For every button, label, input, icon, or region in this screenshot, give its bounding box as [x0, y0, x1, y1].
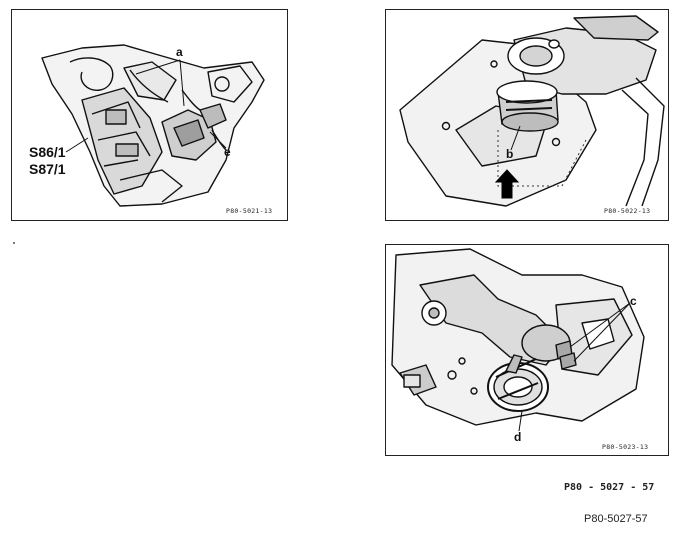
callout-b: b [506, 147, 514, 161]
scan-speck [13, 242, 15, 244]
figure-2-code: P80-5022-13 [604, 207, 651, 215]
bracket-bushing-illustration [399, 15, 665, 207]
switch-designation-labels: S86/1 S87/1 [29, 144, 66, 178]
callout-a: a [176, 45, 183, 59]
lever-bearing-illustration [391, 248, 645, 432]
reference-number-corner: P80-5027-57 [584, 513, 648, 525]
switch-label-s86: S86/1 [29, 144, 66, 160]
callout-e: e [224, 145, 231, 159]
figure-3-code: P80-5023-13 [602, 443, 649, 451]
figure-1-code: P80-5021-13 [226, 207, 273, 215]
callout-c: c [630, 294, 637, 308]
figure-2-panel: b P80-5022-13 [385, 9, 669, 221]
figure-3-panel: c d P80-5023-13 [385, 244, 669, 456]
seat-switch-illustration [41, 44, 265, 207]
switch-label-s87: S87/1 [29, 161, 66, 177]
figure-1-panel: a e S86/1 S87/1 P80-5021-13 [11, 9, 288, 221]
reference-number-center: P80 - 5027 - 57 [564, 482, 655, 493]
callout-d: d [514, 430, 522, 444]
